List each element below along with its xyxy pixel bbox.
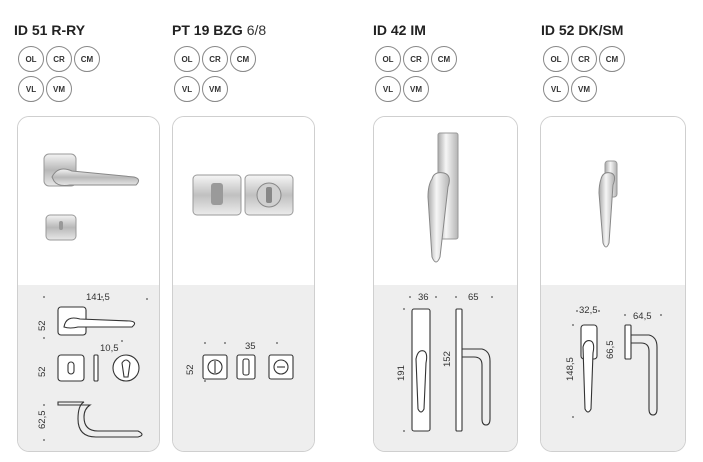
product-card-pt-19[interactable]: 35 52 [172,116,315,452]
product-photo [541,117,685,285]
dimension-rose: 52 [37,320,48,331]
product-suffix: 6/8 [246,22,267,38]
dimension-plate-width: 32,5 [579,305,598,316]
technical-drawing: 141,5 52 10,5 52 62,5 [18,285,159,451]
dimension-handle-height: 148,5 [565,357,576,381]
finish-badges: OL CR CM VL VM [172,46,272,106]
dimension-handle-height: 152 [442,351,453,367]
technical-drawing: 35 52 [173,285,314,451]
finish-badge-cr[interactable]: CR [202,46,228,72]
lever-handle-photo-icon [43,153,140,241]
dimension-spacing: 35 [245,341,256,352]
finish-badge-cr[interactable]: CR [46,46,72,72]
product-title: ID 52 DK/SM [541,22,623,38]
finish-badge-ol[interactable]: OL [543,46,569,72]
finish-badge-vm[interactable]: VM [46,76,72,102]
dimension-width: 141,5 [86,292,110,303]
product-code: ID 52 DK/SM [541,22,624,38]
finish-badges: OL CR CM VL VM [541,46,641,106]
finish-badge-cm[interactable]: CM [599,46,625,72]
finish-badges: OL CR CM VL VM [14,46,114,106]
product-card-id-51[interactable]: 141,5 52 10,5 52 62,5 [17,116,160,452]
window-handle-photo-icon [598,160,618,248]
product-code: PT 19 BZG [172,22,243,38]
product-photo [173,117,314,285]
finish-badge-vm[interactable]: VM [571,76,597,102]
product-code: ID 42 IM [373,22,426,38]
dimension-rose: 52 [185,364,196,375]
technical-drawing: 32,5 64,5 148,5 66,5 [541,285,685,451]
product-title: ID 42 IM [373,22,426,38]
technical-drawing: 36 65 191 152 [374,285,517,451]
finish-badge-vl[interactable]: VL [543,76,569,102]
finish-badge-cr[interactable]: CR [403,46,429,72]
dimension-escutcheon: 52 [37,366,48,377]
finish-badge-ol[interactable]: OL [375,46,401,72]
finish-badge-vl[interactable]: VL [375,76,401,102]
product-card-id-52[interactable]: 32,5 64,5 148,5 66,5 [540,116,686,452]
finish-badge-cr[interactable]: CR [571,46,597,72]
dimension-projection: 65 [468,292,479,303]
finish-badge-ol[interactable]: OL [174,46,200,72]
product-title: PT 19 BZG 6/8 [172,22,266,38]
window-handle-photo-icon [427,132,459,263]
product-title: ID 51 R-RY [14,22,85,38]
dimension-projection: 64,5 [633,311,652,322]
window-handle-drawing: 32,5 64,5 148,5 66,5 [565,305,662,418]
finish-badge-cm[interactable]: CM [230,46,256,72]
lever-handle-drawing: 141,5 52 10,5 52 62,5 [37,292,148,441]
dimension-plate-width: 36 [418,292,429,303]
finish-badges: OL CR CM VL VM [373,46,473,106]
bathroom-lock-drawing: 35 52 [185,341,294,382]
product-card-id-42[interactable]: 36 65 191 152 [373,116,518,452]
finish-badge-vm[interactable]: VM [202,76,228,102]
product-photo [374,117,517,285]
dimension-plate-height: 191 [396,365,407,381]
finish-badge-vm[interactable]: VM [403,76,429,102]
finish-badge-ol[interactable]: OL [18,46,44,72]
bathroom-lock-photo-icon [192,174,294,216]
dimension-key: 10,5 [100,343,119,354]
finish-badge-vl[interactable]: VL [174,76,200,102]
finish-badge-cm[interactable]: CM [74,46,100,72]
product-photo [18,117,159,285]
dimension-projection: 62,5 [37,411,48,430]
dimension-rose-height: 66,5 [605,341,616,360]
product-code: ID 51 R-RY [14,22,86,38]
window-handle-drawing: 36 65 191 152 [396,292,493,432]
finish-badge-vl[interactable]: VL [18,76,44,102]
finish-badge-cm[interactable]: CM [431,46,457,72]
